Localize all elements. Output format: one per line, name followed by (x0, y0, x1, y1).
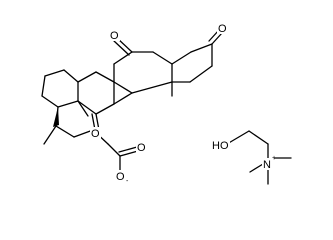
svg-text:O: O (110, 30, 119, 42)
svg-text:-: - (126, 178, 129, 185)
svg-text:O: O (218, 23, 227, 35)
svg-text:HO: HO (212, 140, 229, 152)
svg-text:O: O (137, 142, 146, 154)
chemical-structure-canvas: O O O O O - HO N + (41, 22, 292, 185)
svg-text:O: O (116, 171, 125, 183)
atom-label-12-ketone: O (90, 127, 101, 140)
svg-text:O: O (91, 128, 100, 140)
atom-label-hydroxyl: HO (211, 139, 230, 152)
atom-label-7-ketone: O (109, 29, 120, 42)
atom-label-3-ketone: O (217, 22, 228, 35)
atom-label-carboxylate-o-minus: O - (115, 170, 129, 185)
atom-label-carboxylate-o: O (136, 141, 147, 154)
svg-text:+: + (272, 155, 276, 162)
svg-text:N: N (263, 159, 271, 171)
choline-bonds (226, 130, 292, 185)
steroid-bonds (41, 29, 223, 173)
atom-label-nitrogen: N + (262, 155, 276, 171)
stereo-wedge (53, 107, 59, 127)
